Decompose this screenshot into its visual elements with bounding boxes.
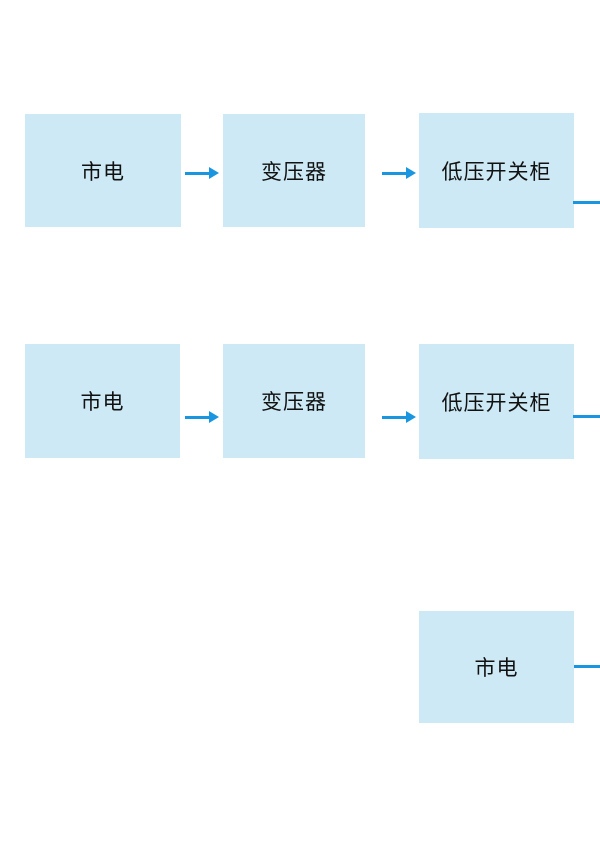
node-label: 低压开关柜 — [441, 160, 552, 184]
node-label: 市电 — [474, 657, 519, 680]
arrow-head-icon — [406, 411, 416, 423]
node-label: 变压器 — [261, 391, 327, 414]
connector-line-row1-exit — [573, 201, 600, 204]
node-mains-power-row1: 市电 — [25, 114, 181, 227]
arrow-head-icon — [209, 167, 219, 179]
flow-arrow-row2-1 — [185, 411, 219, 423]
node-label: 低压开关柜 — [441, 391, 552, 415]
node-lv-switchgear-row1: 低压开关柜 — [419, 113, 574, 228]
node-lv-switchgear-row2: 低压开关柜 — [419, 344, 574, 459]
arrow-head-icon — [209, 411, 219, 423]
flow-arrow-row1-2 — [382, 167, 416, 179]
arrow-head-icon — [406, 167, 416, 179]
node-label: 市电 — [81, 160, 125, 184]
flow-arrow-row2-2 — [382, 411, 416, 423]
arrow-shaft — [185, 171, 210, 175]
arrow-shaft — [382, 415, 407, 419]
node-mains-power-row3: 市电 — [419, 611, 574, 723]
node-mains-power-row2: 市电 — [25, 344, 180, 458]
arrow-shaft — [185, 415, 210, 419]
arrow-shaft — [382, 171, 407, 175]
node-label: 市电 — [80, 391, 125, 414]
node-transformer-row1: 变压器 — [223, 114, 365, 227]
connector-line-row3-exit — [574, 665, 600, 668]
flow-arrow-row1-1 — [185, 167, 219, 179]
node-transformer-row2: 变压器 — [223, 344, 365, 458]
connector-line-row2-exit — [573, 415, 600, 418]
node-label: 变压器 — [261, 160, 327, 184]
